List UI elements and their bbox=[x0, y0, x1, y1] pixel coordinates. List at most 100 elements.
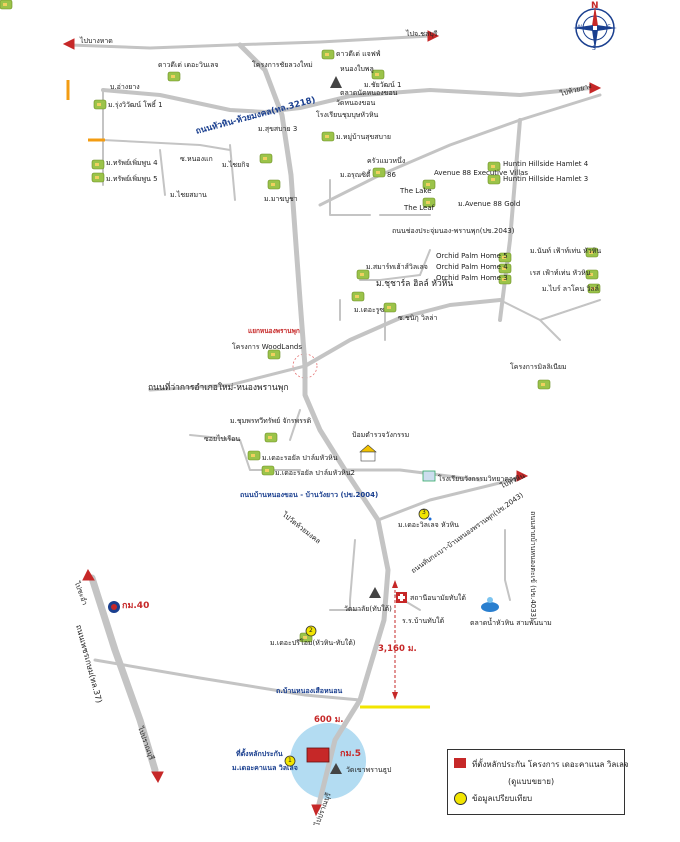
label-prapatsorn: ม.รุ่งวิวัฒน์ โพธิ์ 1 bbox=[108, 101, 163, 109]
label-orchid4: Orchid Palm Home 4 bbox=[436, 263, 508, 271]
label-dist-600: 600 ม. bbox=[314, 715, 344, 725]
road-to-huahin bbox=[376, 476, 522, 522]
label-woodlands: โครงการ WoodLands bbox=[232, 343, 303, 351]
road-3218 bbox=[101, 86, 592, 114]
label-clinic: สถานีอนามัยทับใต้ bbox=[410, 594, 466, 602]
label-kanchana1: ม.เดอะรอยัล ปาล์มหัวหิน bbox=[262, 454, 338, 462]
label-num1: 1 bbox=[288, 757, 292, 764]
label-avenue88-exec: Avenue 88 Executive Villas bbox=[434, 169, 529, 177]
label-sompot: ม.สมาร์ทเฮ้าส์วิลเลจ bbox=[366, 263, 428, 271]
label-project-manor: โครงการมิลลิเนียม bbox=[510, 363, 567, 371]
label-baan-huahin: ม.นันท์ เฟ้าท์เท่น หัวหิน bbox=[530, 247, 602, 255]
label-km5: กม.5 bbox=[340, 749, 362, 759]
label-hamlet3: Huntin Hillside Hamlet 3 bbox=[503, 175, 589, 183]
label-market-nongkhon: ตลาดนัดหนองขอน bbox=[340, 89, 398, 97]
label-soi9: ซ.หนองแก bbox=[180, 155, 213, 163]
legend-swatch-subject bbox=[454, 758, 466, 768]
label-school3: โรงเรียนวังกรรมวิทยาคาร bbox=[438, 475, 517, 483]
label-siam-huahin: ม.ไบร์ ลาโคน วิลล์ bbox=[542, 285, 599, 293]
compass-s: S bbox=[592, 45, 596, 52]
label-orchid3: Orchid Palm Home 3 bbox=[436, 274, 508, 282]
house-icons bbox=[0, 0, 601, 643]
label-the-lake: The Lake bbox=[400, 187, 432, 195]
label-road-7: ถนนสายบ้านหนองตะเข้ (ปข.4033) bbox=[528, 511, 537, 620]
label-num3: 3 bbox=[422, 509, 426, 516]
road-top bbox=[68, 34, 432, 50]
label-orchid5: Orchid Palm Home 5 bbox=[436, 252, 508, 260]
label-police: ร.ร.บ้านทับใต้ bbox=[402, 617, 445, 625]
label-market: ตลาดน้ำหัวหิน สามพันนาม bbox=[470, 619, 552, 627]
marker-1 bbox=[284, 755, 296, 767]
road-right-vertical bbox=[498, 118, 522, 322]
label-srisuk1: ม.ทรัพย์เพิ่มพูน 4 bbox=[106, 159, 158, 167]
compass-icon bbox=[573, 6, 617, 50]
label-sukhumvit-east: ม.ชุมพรทวีทรัพย์ จักรพรรดิ bbox=[230, 417, 312, 425]
label-to-chanthaburi: ไปบางหาด bbox=[80, 37, 113, 45]
label-wat-hinlek: วัดมาลัย(ทับใต้) bbox=[344, 605, 392, 613]
label-aruncity: ม.อรุณซิตี้ bbox=[340, 171, 371, 179]
label-the-leaf: The Leaf bbox=[404, 204, 435, 212]
label-wat-nongkhon: วัดหนองขอน bbox=[336, 99, 376, 107]
subject-property bbox=[306, 747, 330, 763]
road-petkasem bbox=[88, 574, 159, 774]
road-nongkhon bbox=[93, 658, 362, 702]
marker-2 bbox=[305, 625, 317, 637]
label-wat-khao: วัดเขาพรานธูป bbox=[346, 766, 392, 774]
road-2043 bbox=[303, 298, 502, 368]
station-icon bbox=[422, 470, 436, 482]
legend-item1: ที่ตั้งหลักประกัน โครงการ เดอะคาแนล วิลเ… bbox=[472, 760, 629, 769]
label-rinniboon: ซ.ชนิกุ วิลล่า bbox=[398, 314, 438, 322]
label-huahin-village: ม.เดอะวิลเลจ หัวหิน bbox=[398, 521, 459, 529]
label-km40: กม.40 bbox=[122, 601, 150, 611]
label-baanchat: บ.อ่างยาง bbox=[110, 83, 140, 91]
label-school: โรงเรียนชุมบุษหัวหิน bbox=[316, 111, 379, 119]
label-nuprasuk: ม.ชุชาร์ล ฮิลล์ หัวหิน bbox=[376, 279, 454, 289]
legend-item1b: (ดูแบบขยาย) bbox=[508, 777, 555, 786]
legend-swatch-compare bbox=[454, 792, 467, 805]
road-huaiyai bbox=[318, 93, 602, 207]
label-sukvarri: ม.สุขสบาย 3 bbox=[258, 125, 298, 133]
label-n86: 86 bbox=[387, 171, 396, 179]
label-chaikit: ม.ไชยกิจ bbox=[222, 161, 250, 169]
road-kao bbox=[148, 364, 307, 392]
road-main bbox=[237, 42, 391, 811]
arrow-east-mid bbox=[589, 82, 602, 94]
label-junction: แยกหนองพรานพุก bbox=[248, 327, 300, 335]
label-road-2004: ถนนบ้านหนองขอน - บ้านวังยาว (ปข.2004) bbox=[240, 491, 379, 499]
arrow-east-huahin bbox=[516, 470, 529, 482]
label-num2: 2 bbox=[309, 627, 313, 634]
school-icon bbox=[359, 444, 377, 462]
label-nongkrod: ม.หมู่บ้านสุขสบาย bbox=[336, 133, 392, 141]
label-chaisamran: ม.ไชยสมาน bbox=[170, 191, 207, 199]
label-hamlet4: Huntin Hillside Hamlet 4 bbox=[503, 160, 589, 168]
label-krisana: ครัวแมวหนึ่ง bbox=[367, 157, 406, 165]
compass-e: E bbox=[607, 24, 611, 31]
label-rest-huahin: เรส เฟ้าท์เท่น หัวหิน bbox=[530, 269, 591, 277]
label-srisuk2: ม.ทรัพย์เพิ่มพูน 5 bbox=[106, 175, 158, 183]
arrow-south-petkasem bbox=[151, 771, 164, 784]
label-darawadee: ดาวดีเด่ เดอะวินเลจ bbox=[158, 61, 219, 69]
label-office2: ม.เดอะคาแนล วิลเลจ bbox=[232, 764, 298, 772]
label-towards-kao: ซอยไปเรือน bbox=[204, 435, 241, 443]
arrow-north-petkasem bbox=[82, 568, 95, 581]
label-manor: ม.เดอะรูซ bbox=[354, 306, 385, 314]
compass-n: N bbox=[591, 1, 599, 11]
label-darawadee2: ดาวดีเด่ แจฟฟ์ bbox=[336, 50, 381, 58]
label-kanchana2: ม.เดอะรอยัล ปาล์มหัวหิน2 bbox=[275, 469, 355, 477]
label-to-pattaya: ไปจ.ชลบุรี bbox=[406, 30, 438, 38]
gas-station-icon bbox=[108, 601, 120, 613]
arrow-west-top bbox=[62, 38, 75, 50]
label-office: ที่ตั้งหลักประกัน bbox=[236, 750, 283, 758]
label-school2: ป้อมตำรวจวังกรรม bbox=[352, 431, 410, 439]
marker-3 bbox=[418, 508, 430, 520]
hospital-icon bbox=[396, 592, 407, 603]
arrow-south-main bbox=[311, 804, 322, 817]
label-road-2043: ถนนช่องประจุ่มนอง-พรานพุก(ปข.2043) bbox=[392, 227, 515, 235]
label-tanmakam: ม.มาฆบูชา bbox=[264, 195, 298, 203]
arrow-east-top bbox=[427, 30, 440, 42]
label-to-nongkhon: ถ.บ้านหนองเสือหนอน bbox=[276, 687, 343, 695]
label-road-kao: ถนนที่ว่าการอำเภอใหม่-หนองพรานพุก bbox=[148, 383, 289, 393]
legend-item2: ข้อมูลเปรียบเทียบ bbox=[472, 794, 533, 803]
